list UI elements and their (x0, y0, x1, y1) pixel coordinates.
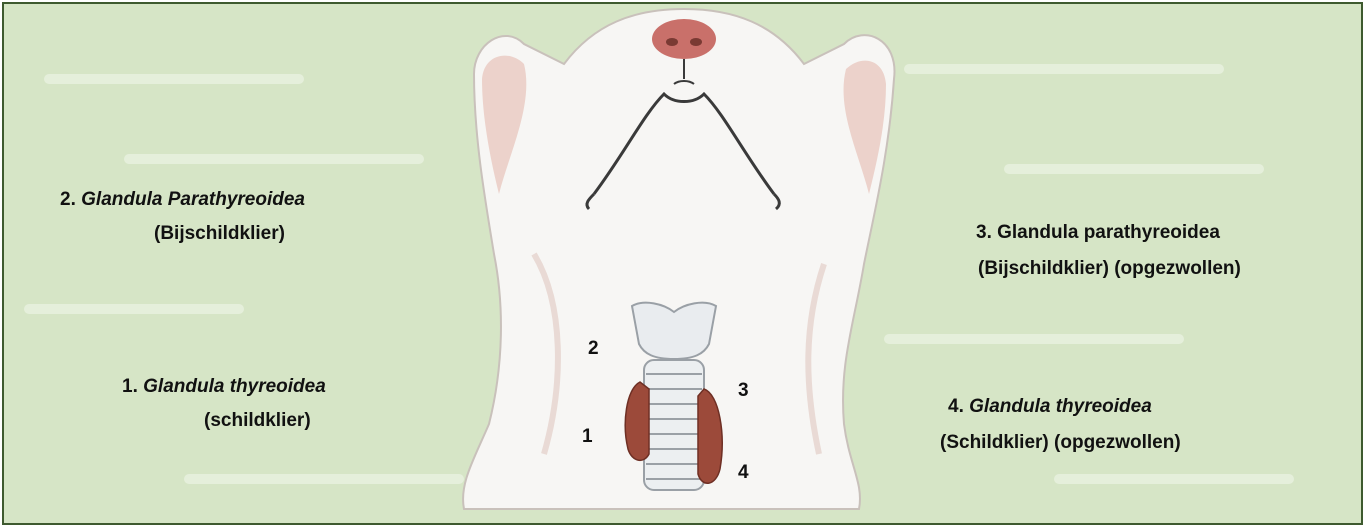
nose-icon (652, 19, 716, 59)
marker-3: 3 (738, 380, 749, 402)
label-thyroid-left: 1. Glandula thyreoidea (122, 374, 326, 400)
trachea-icon (644, 360, 704, 490)
label-name: Glandula thyreoidea (143, 376, 326, 397)
marker-1: 1 (582, 426, 593, 448)
label-line1: 3. Glandula parathyreoidea (976, 222, 1220, 243)
label-thyroid-left-sub: (schildklier) (204, 408, 311, 434)
larynx-icon (632, 303, 716, 359)
label-thyroid-right: 4. Glandula thyreoidea (948, 394, 1152, 420)
label-parathyroid-right: 3. Glandula parathyreoidea (976, 220, 1220, 246)
label-number: 2. (60, 189, 76, 210)
label-line2: (Bijschildklier) (opgezwollen) (978, 258, 1241, 279)
label-number: 1. (122, 376, 138, 397)
label-sub: (schildklier) (204, 410, 311, 431)
marker-4: 4 (738, 462, 749, 484)
label-parathyroid-left: 2. Glandula Parathyreoidea (60, 187, 305, 213)
label-number: 4. (948, 396, 964, 417)
label-name: Glandula Parathyreoidea (81, 189, 305, 210)
label-sub: (Schildklier) (opgezwollen) (940, 432, 1181, 453)
marker-2: 2 (588, 338, 599, 360)
label-thyroid-right-sub: (Schildklier) (opgezwollen) (940, 430, 1181, 456)
label-parathyroid-left-sub: (Bijschildklier) (154, 221, 285, 247)
label-parathyroid-right-sub: (Bijschildklier) (opgezwollen) (978, 256, 1241, 282)
label-sub: (Bijschildklier) (154, 223, 285, 244)
label-name: Glandula thyreoidea (969, 396, 1152, 417)
